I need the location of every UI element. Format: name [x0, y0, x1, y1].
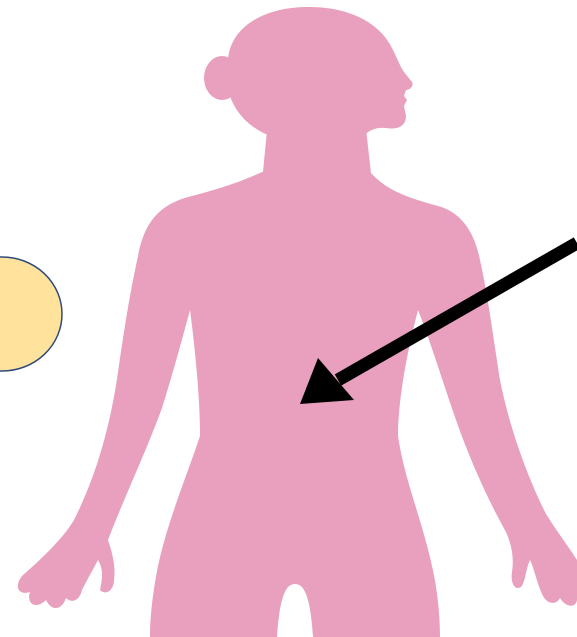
female-body-silhouette-icon [18, 7, 577, 637]
callout-bubble-icon [0, 257, 62, 371]
body [18, 172, 577, 637]
